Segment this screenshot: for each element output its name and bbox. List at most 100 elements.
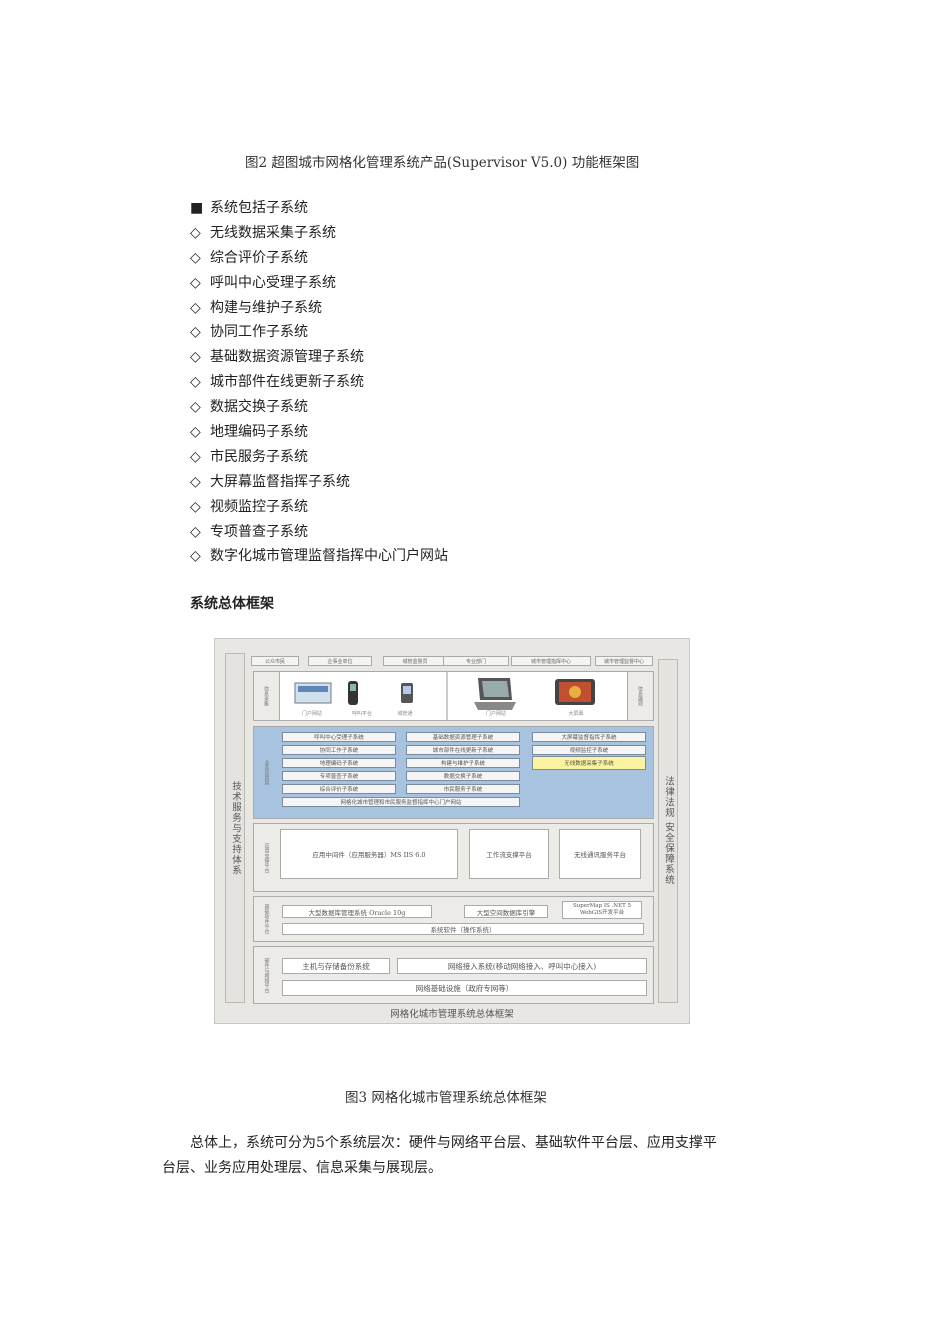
app-layer-label: 应用支撑平台	[263, 842, 270, 873]
biz-module: 数据交换子系统	[406, 771, 520, 781]
biz-layer: 业务应用层 呼叫中心受理子系统基础数据资源管理子系统 大屏幕监督指挥子系统协同工作…	[253, 726, 654, 819]
list-item-label: 地理编码子系统	[210, 424, 308, 441]
diamond-bullet-icon: ◇	[190, 548, 201, 565]
laptop-icon	[474, 678, 516, 710]
list-item-label: 基础数据资源管理子系统	[210, 349, 364, 366]
base-software-layer: 基础软件平台 大型数据库管理系统 Oracle 10g 大型空间数据库引擎 Su…	[253, 896, 654, 942]
list-item-label: 构建与维护子系统	[210, 299, 322, 316]
list-item-label: 呼叫中心受理子系统	[210, 274, 336, 291]
biz-module: 城市部件在线更新子系统	[406, 745, 520, 755]
supermap-box: SuperMap IS .NET 5 WebGIS开发平台	[562, 901, 642, 919]
info-display-label: 信息展现	[627, 672, 653, 720]
network-infra-box: 网络基础设施（政府专网等）	[282, 980, 647, 996]
biz-module: 地理编码子系统	[282, 758, 396, 768]
list-item: ◇ 数字化城市管理监督指挥中心门户网站	[190, 544, 448, 569]
framework-diagram: 技术服务与支持体系 法律法规 安全保障系统 公众市民 企事业单位 城管监督员 专…	[214, 638, 690, 1024]
list-item-label: 市民服务子系统	[210, 448, 308, 465]
list-item-label: 无线数据采集子系统	[210, 224, 336, 241]
list-item: ◇ 协同工作子系统	[190, 320, 448, 345]
list-item: ◇ 大屏幕监督指挥子系统	[190, 470, 448, 495]
biz-module: 呼叫中心受理子系统	[282, 732, 396, 742]
list-item: ◇ 数据交换子系统	[190, 395, 448, 420]
list-item: ◇ 专项普查子系统	[190, 520, 448, 545]
host-storage-box: 主机与存储备份系统	[282, 958, 390, 974]
top-tab-public: 公众市民	[251, 656, 299, 666]
list-item: ◇ 市民服务子系统	[190, 445, 448, 470]
list-item: ◇ 城市部件在线更新子系统	[190, 370, 448, 395]
base-layer-label: 基础软件平台	[263, 904, 270, 934]
section-heading: 系统总体框架	[190, 596, 274, 612]
pda-device-icon	[401, 683, 413, 703]
wireless-platform-box: 无线通讯服务平台	[559, 829, 641, 879]
app-middleware-box: 应用中间件（应用服务器）MS IIS 6.0	[280, 829, 458, 879]
diamond-bullet-icon: ◇	[190, 424, 201, 441]
mobile-phone-icon	[348, 681, 358, 705]
list-item-label: 综合评价子系统	[210, 249, 308, 266]
hw-layer-label: 硬件与网络平台	[263, 957, 270, 993]
legal-security-bar: 法律法规 安全保障系统	[658, 659, 678, 1003]
app-support-layer: 应用支撑平台 应用中间件（应用服务器）MS IIS 6.0 工作流支撑平台 无线…	[253, 823, 654, 892]
diamond-bullet-icon: ◇	[190, 349, 201, 366]
biz-module: 协同工作子系统	[282, 745, 396, 755]
biz-module: 大屏幕监督指挥子系统	[532, 732, 646, 742]
list-item: ◇ 视频监控子系统	[190, 495, 448, 520]
hardware-layer: 硬件与网络平台 主机与存储备份系统 网络接入系统(移动网络接入、呼叫中心接入) …	[253, 946, 654, 1004]
figure-3-caption: 图3 网格化城市管理系统总体框架	[345, 1090, 547, 1106]
spatial-engine-box: 大型空间数据库引擎	[464, 905, 548, 918]
biz-portal-module: 网格化城市管理和市民服务监督指挥中心门户网站	[282, 797, 520, 807]
paragraph-line-2: 台层、业务应用处理层、信息采集与展现层。	[162, 1160, 442, 1176]
diamond-bullet-icon: ◇	[190, 473, 201, 490]
biz-module: 市民服务子系统	[406, 784, 520, 794]
paragraph-line-1: 总体上，系统可分为5个系统层次：硬件与网络平台层、基础软件平台层、应用支撑平	[190, 1135, 717, 1151]
tech-support-bar: 技术服务与支持体系	[225, 653, 245, 1003]
subsystem-list: ■ 系统包括子系统 ◇ 无线数据采集子系统 ◇ 综合评价子系统 ◇ 呼叫中心受理子系统 ◇ 构建与…	[190, 196, 448, 569]
large-screen-icon	[555, 679, 595, 705]
list-item-label: 城市部件在线更新子系统	[210, 374, 364, 391]
list-item: ■ 系统包括子系统	[190, 196, 448, 221]
portal-screen-icon	[294, 682, 332, 704]
top-tab-supervision-center: 城市管理监督中心	[595, 656, 653, 666]
list-item-label: 视频监控子系统	[210, 498, 308, 515]
figure-2-caption: 图2 超图城市网格化管理系统产品(Supervisor V5.0) 功能框架图	[245, 155, 640, 171]
diamond-bullet-icon: ◇	[190, 448, 201, 465]
list-item-label: 协同工作子系统	[210, 324, 308, 341]
list-item: ◇ 构建与维护子系统	[190, 296, 448, 321]
list-item: ◇ 呼叫中心受理子系统	[190, 271, 448, 296]
diamond-bullet-icon: ◇	[190, 249, 201, 266]
list-item-label: 大屏幕监督指挥子系统	[210, 473, 350, 490]
list-item-label: 专项普查子系统	[210, 523, 308, 540]
biz-module: 视频监控子系统	[532, 745, 646, 755]
diamond-bullet-icon: ◇	[190, 523, 201, 540]
diagram-title: 网格化城市管理系统总体框架	[390, 1009, 514, 1020]
list-item-label: 数字化城市管理监督指挥中心门户网站	[210, 548, 448, 565]
list-item-label: 系统包括子系统	[210, 200, 308, 216]
diamond-bullet-icon: ◇	[190, 274, 201, 291]
list-item: ◇ 综合评价子系统	[190, 246, 448, 271]
biz-module: 无线数据采集子系统	[532, 756, 646, 770]
summary-paragraph: 总体上，系统可分为5个系统层次：硬件与网络平台层、基础软件平台层、应用支撑平 台…	[162, 1131, 752, 1181]
biz-module: 综合评价子系统	[282, 784, 396, 794]
diamond-bullet-icon: ◇	[190, 399, 201, 416]
list-item: ◇ 基础数据资源管理子系统	[190, 345, 448, 370]
biz-module: 基础数据资源管理子系统	[406, 732, 520, 742]
biz-layer-label: 业务应用层	[263, 760, 270, 785]
oracle-box: 大型数据库管理系统 Oracle 10g	[282, 905, 432, 918]
workflow-platform-box: 工作流支撑平台	[469, 829, 549, 879]
info-layer: 信息采集 信息展现 门户网站 呼叫平台 城管通 门户网站 大屏幕	[253, 671, 654, 721]
diamond-bullet-icon: ◇	[190, 224, 201, 241]
diamond-bullet-icon: ◇	[190, 498, 201, 515]
os-box: 系统软件（操作系统）	[282, 923, 644, 935]
list-item: ◇ 无线数据采集子系统	[190, 221, 448, 246]
diamond-bullet-icon: ◇	[190, 374, 201, 391]
list-item-label: 数据交换子系统	[210, 399, 308, 416]
network-access-box: 网络接入系统(移动网络接入、呼叫中心接入)	[397, 958, 647, 974]
list-item: ◇ 地理编码子系统	[190, 420, 448, 445]
top-tab-enterprise: 企事业单位	[308, 656, 372, 666]
info-divider	[446, 672, 448, 720]
biz-module: 构建与维护子系统	[406, 758, 520, 768]
top-tab-department: 专业部门	[443, 656, 509, 666]
biz-module: 专项普查子系统	[282, 771, 396, 781]
diamond-bullet-icon: ◇	[190, 299, 201, 316]
diamond-bullet-icon: ◇	[190, 324, 201, 341]
square-bullet-icon: ■	[190, 200, 204, 216]
